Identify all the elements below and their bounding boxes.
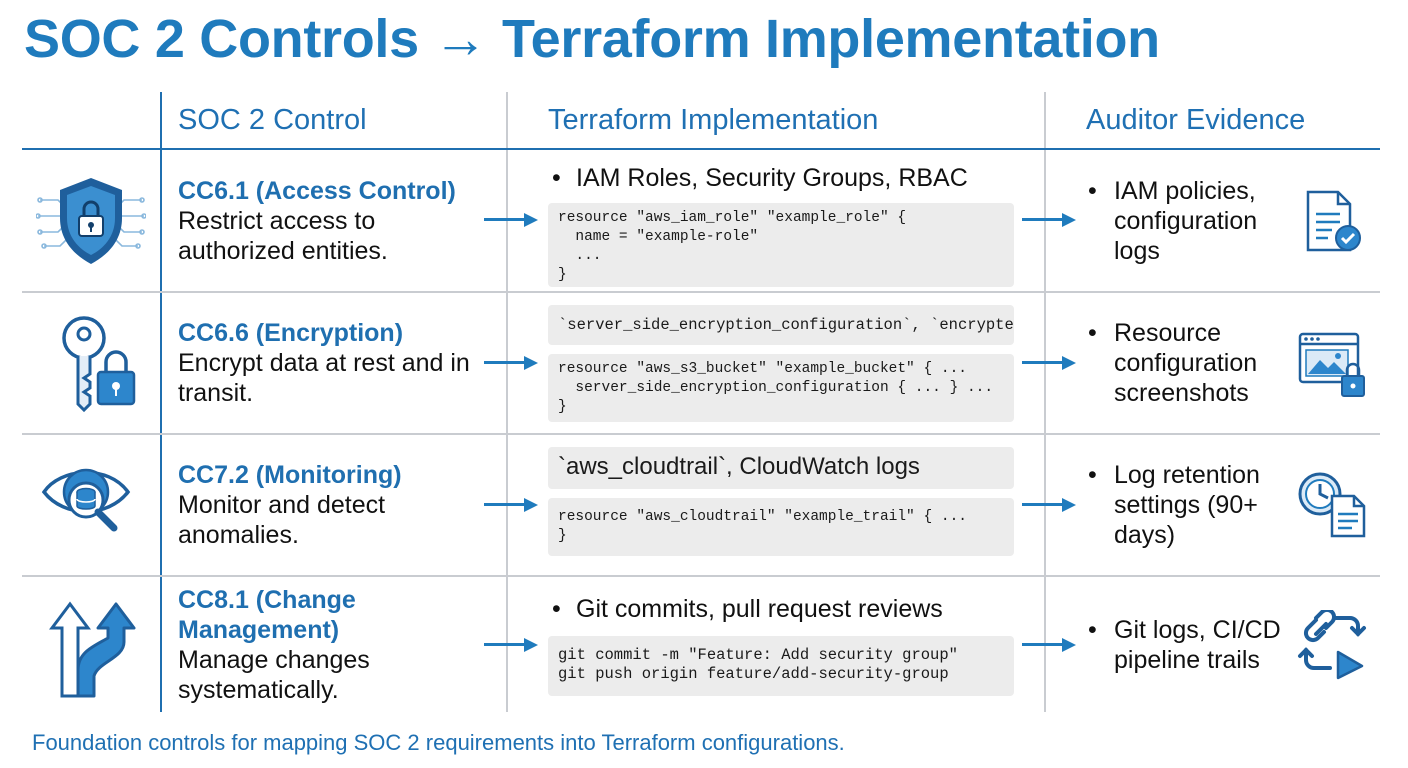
clock-document-icon (1298, 472, 1366, 538)
code-snippet: resource "aws_s3_bucket" "example_bucket… (548, 354, 1014, 422)
row-divider (22, 433, 1380, 435)
control-description: Monitor and detect anomalies. (178, 491, 386, 549)
arrow-right-icon (1022, 638, 1076, 652)
arrow-right-icon (484, 213, 538, 227)
arrow-right-icon (484, 498, 538, 512)
code-snippet: resource "aws_cloudtrail" "example_trail… (548, 498, 1014, 556)
header-underline (22, 148, 1380, 150)
link-cycle-icon (1298, 610, 1366, 680)
header-soc2-control: SOC 2 Control (178, 104, 367, 136)
config-attribute-label: `aws_cloudtrail`, CloudWatch logs (548, 447, 1014, 489)
key-lock-icon (62, 316, 136, 413)
browser-screenshot-lock-icon (1298, 332, 1365, 397)
table-divider-second (506, 92, 508, 712)
control-cell: CC7.2 (Monitoring) Monitor and detect an… (178, 460, 478, 550)
control-description: Manage changes systematically. (178, 646, 370, 704)
header-auditor-evidence: Auditor Evidence (1086, 104, 1306, 136)
arrow-right-icon (1022, 213, 1076, 227)
header-terraform-implementation: Terraform Implementation (548, 104, 879, 136)
config-attribute-label: `server_side_encryption_configuration`, … (548, 305, 1014, 345)
arrow-right-icon (484, 356, 538, 370)
control-id: CC6.1 (Access Control) (178, 177, 456, 205)
control-cell: CC8.1 (Change Management) Manage changes… (178, 585, 418, 705)
implementation-bullet: •IAM Roles, Security Groups, RBAC (552, 164, 968, 192)
control-id: CC7.2 (Monitoring) (178, 461, 402, 489)
implementation-bullet: •Git commits, pull request reviews (552, 595, 943, 623)
arrow-right-icon (1022, 498, 1076, 512)
control-cell: CC6.6 (Encryption) Encrypt data at rest … (178, 318, 478, 408)
footer-caption: Foundation controls for mapping SOC 2 re… (32, 730, 845, 755)
row-divider (22, 575, 1380, 577)
control-description: Encrypt data at rest and in transit. (178, 349, 470, 407)
table-divider-third (1044, 92, 1046, 712)
control-id: CC6.6 (Encryption) (178, 319, 404, 347)
branching-arrows-icon (49, 601, 136, 698)
control-cell: CC6.1 (Access Control) Restrict access t… (178, 176, 478, 266)
table-divider-first (160, 92, 162, 712)
row-divider (22, 291, 1380, 293)
code-snippet: resource "aws_iam_role" "example_role" {… (548, 203, 1014, 287)
page-title: SOC 2 Controls → Terraform Implementatio… (24, 9, 1160, 69)
arrow-right-icon (484, 638, 538, 652)
arrow-right-icon (1022, 356, 1076, 370)
shield-lock-icon (36, 178, 146, 264)
code-snippet: git commit -m "Feature: Add security gro… (548, 636, 1014, 696)
eye-database-icon (41, 468, 131, 532)
control-id: CC8.1 (Change Management) (178, 586, 356, 644)
control-description: Restrict access to authorized entities. (178, 207, 388, 265)
document-check-icon (1306, 190, 1361, 252)
